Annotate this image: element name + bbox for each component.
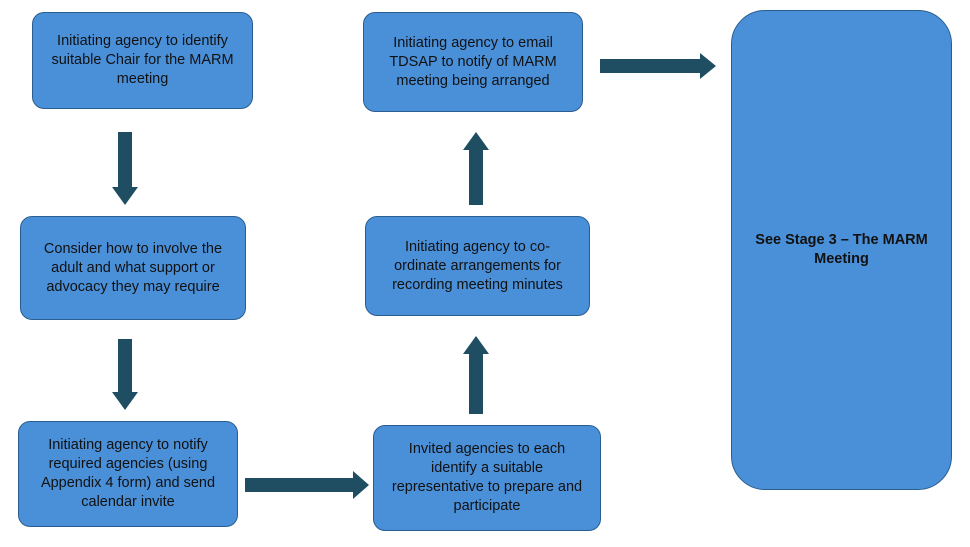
step-coordinate-minutes-text: Initiating agency to co-ordinate arrange… — [392, 238, 563, 293]
arrow-down-1 — [112, 132, 138, 205]
arrow-up-1 — [463, 336, 489, 414]
step-identify-representative-text: Invited agencies to each identify a suit… — [391, 441, 583, 514]
step-identify-chair-text: Initiating agency to identify suitable C… — [51, 33, 234, 87]
step-see-stage-3: See Stage 3 – The MARM Meeting — [731, 10, 952, 490]
arrow-right-2 — [600, 53, 716, 79]
step-identify-representative: Invited agencies to each identify a suit… — [373, 425, 601, 531]
step-coordinate-minutes: Initiating agency to co-ordinate arrange… — [365, 216, 590, 316]
step-email-tdsap-text: Initiating agency to email TDSAP to noti… — [389, 34, 557, 89]
arrow-down-2 — [112, 339, 138, 410]
step-notify-agencies-text: Initiating agency to notify required age… — [40, 437, 216, 510]
step-involve-adult-text: Consider how to involve the adult and wh… — [43, 240, 223, 295]
step-see-stage-3-text: See Stage 3 – The MARM Meeting — [755, 232, 928, 267]
step-email-tdsap: Initiating agency to email TDSAP to noti… — [363, 12, 583, 112]
step-notify-agencies: Initiating agency to notify required age… — [18, 421, 238, 527]
arrow-up-2 — [463, 132, 489, 205]
step-identify-chair: Initiating agency to identify suitable C… — [32, 12, 253, 109]
step-involve-adult: Consider how to involve the adult and wh… — [20, 216, 246, 320]
arrow-right-1 — [245, 471, 369, 499]
